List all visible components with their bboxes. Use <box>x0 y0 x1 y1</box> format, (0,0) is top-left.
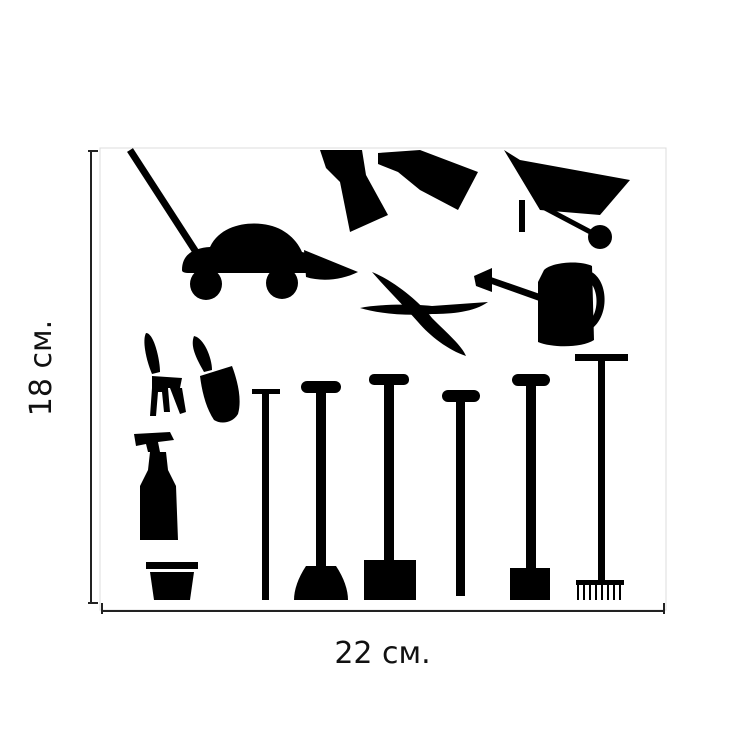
pruning-shears-icon <box>360 272 488 356</box>
round-shovel-icon <box>294 381 348 600</box>
wheelbarrow-icon <box>504 150 630 249</box>
edger-icon <box>442 390 480 596</box>
flower-pot-icon <box>146 562 198 600</box>
width-dimension-label: 22 см. <box>334 636 431 671</box>
width-dimension-line <box>101 603 665 614</box>
spray-bottle-icon <box>134 432 178 540</box>
lawn-mower-icon <box>127 148 358 300</box>
rake-icon <box>575 354 628 600</box>
flat-spade-icon <box>510 374 550 600</box>
square-spade-icon <box>364 374 416 600</box>
hand-fork-icon <box>144 333 186 416</box>
height-dimension-line <box>88 150 98 604</box>
watering-can-icon <box>474 262 605 347</box>
hand-trowel-icon <box>192 336 240 423</box>
height-dimension-label: 18 см. <box>24 319 59 417</box>
garden-gloves-icon <box>320 150 478 232</box>
hoe-icon <box>252 389 280 600</box>
